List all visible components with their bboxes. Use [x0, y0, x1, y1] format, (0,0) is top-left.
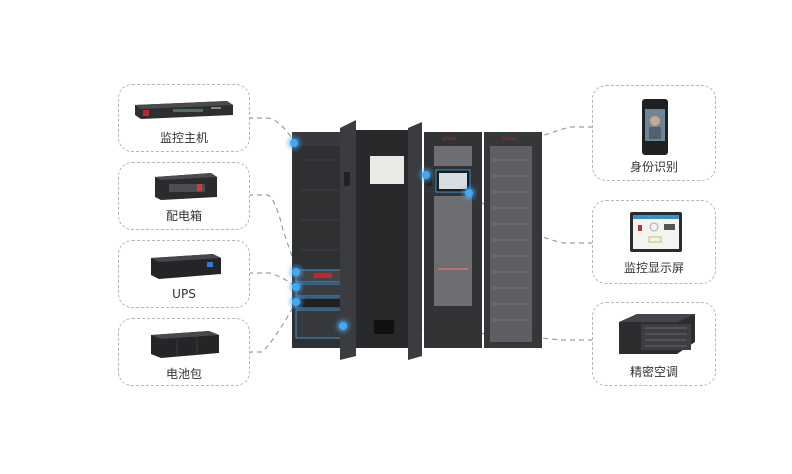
- monitor-display-screen-image: [630, 212, 682, 252]
- power-distribution-box-image: [151, 171, 219, 201]
- micro-module-data-center-cabinet: alhua alhua: [290, 120, 548, 362]
- connector-ups: [248, 272, 297, 288]
- device-card-monitor-display-screen: 监控显示屏: [592, 200, 716, 284]
- device-card-ups: UPS: [118, 240, 250, 308]
- monitor-host-image: [133, 97, 235, 121]
- ups-image: [147, 250, 223, 280]
- precision-air-conditioner-image: [617, 312, 697, 356]
- highlight-dot-ups: [292, 283, 300, 291]
- connector-power-box: [248, 194, 297, 269]
- device-label-precision-air-conditioner: 精密空调: [629, 365, 678, 379]
- device-card-identity-recognition: 身份识别: [592, 85, 716, 181]
- device-label-monitor-display-screen: 监控显示屏: [623, 261, 684, 275]
- highlight-dot-power-box: [292, 268, 300, 276]
- device-label-battery-pack: 电池包: [165, 367, 202, 381]
- cabinet-door-right: [408, 122, 422, 360]
- device-card-power-distribution-box: 配电箱: [118, 162, 250, 230]
- highlight-dot-monitor-host: [290, 139, 298, 147]
- battery-pack-image: [147, 327, 223, 359]
- device-card-monitor-host: 监控主机: [118, 84, 250, 152]
- highlight-dot-air-conditioner: [339, 322, 347, 330]
- highlight-dot-display: [465, 189, 473, 197]
- device-label-ups: UPS: [172, 287, 196, 301]
- svg-text:alhua: alhua: [502, 136, 516, 142]
- highlight-dot-battery: [292, 298, 300, 306]
- device-card-precision-air-conditioner: 精密空调: [592, 302, 716, 386]
- highlight-dot-identity: [422, 171, 430, 179]
- device-label-monitor-host: 监控主机: [159, 131, 208, 145]
- svg-text:alhua: alhua: [442, 136, 456, 142]
- connector-battery: [248, 301, 297, 353]
- device-label-identity-recognition: 身份识别: [629, 160, 678, 174]
- device-card-battery-pack: 电池包: [118, 318, 250, 386]
- identity-recognition-image: [642, 99, 668, 155]
- connector-monitor-host: [248, 117, 294, 141]
- device-label-power-distribution-box: 配电箱: [165, 209, 202, 223]
